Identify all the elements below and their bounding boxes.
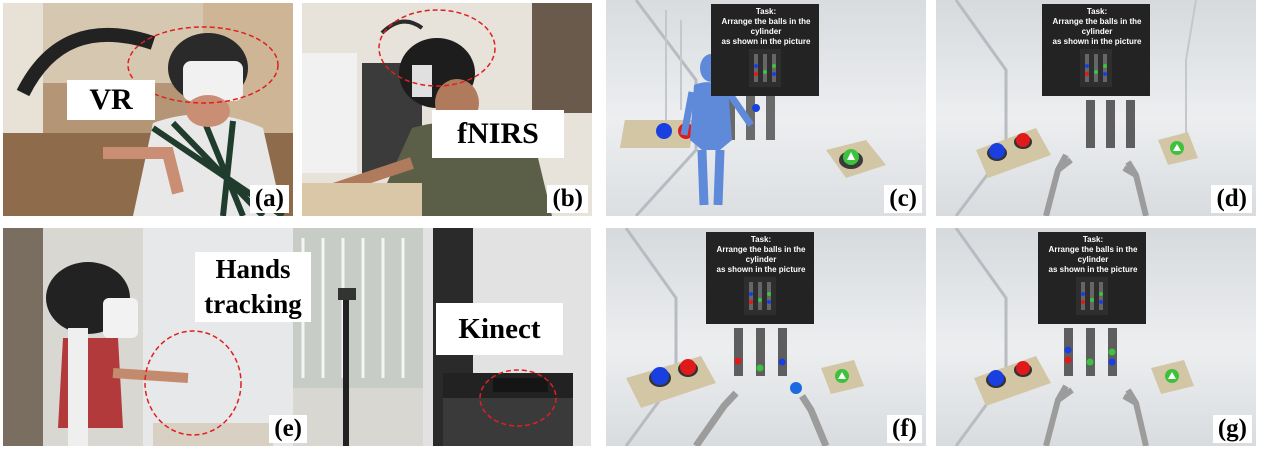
task-board: Task: Arrange the balls in the cylinder …	[717, 7, 815, 47]
virtual-left-hand	[1043, 153, 1073, 216]
task-board-line1: Arrange the balls in the cylinder	[1052, 17, 1142, 36]
panel-label: (f)	[887, 415, 922, 443]
task-board-line1: Arrange the balls in the cylinder	[1048, 245, 1138, 264]
task-board: Task: Arrange the balls in the cylinder …	[1044, 235, 1142, 275]
panel-label: (c)	[884, 185, 922, 213]
virtual-right-hand	[1122, 388, 1149, 446]
panel-a: VR (a)	[3, 3, 293, 216]
virtual-left-hand	[1043, 384, 1074, 446]
task-board-line2: as shown in the picture	[1052, 37, 1142, 46]
panel-label: (g)	[1212, 415, 1252, 443]
panel-c: Task: Arrange the balls in the cylinder …	[606, 0, 926, 216]
highlight-circle	[144, 330, 242, 436]
panel-label: (b)	[547, 185, 588, 213]
task-board-title: Task:	[755, 7, 777, 16]
photo-vr-headset-subject	[3, 3, 293, 216]
highlight-circle	[127, 26, 279, 104]
task-board: Task: Arrange the balls in the cylinder …	[1048, 7, 1146, 47]
task-board-line1: Arrange the balls in the cylinder	[716, 245, 806, 264]
task-board-line2: as shown in the picture	[721, 37, 811, 46]
callout-kinect: Kinect	[436, 303, 563, 355]
panel-f: Task: Arrange the balls in the cylinder …	[606, 228, 926, 446]
panel-g: Task: Arrange the balls in the cylinder …	[936, 228, 1256, 446]
panel-d: Task: Arrange the balls in the cylinder …	[936, 0, 1256, 216]
panel-label: (a)	[249, 185, 289, 213]
task-board-title: Task:	[1082, 235, 1104, 244]
avatar-figure	[680, 54, 760, 206]
callout-hands-tracking: Hands tracking	[195, 252, 311, 322]
panel-e: Hands tracking Kinect (e)	[3, 228, 591, 446]
task-board-line2: as shown in the picture	[716, 265, 806, 274]
highlight-circle	[378, 9, 496, 87]
task-board-title: Task:	[1086, 7, 1108, 16]
virtual-left-hand	[693, 390, 739, 446]
panel-b: fNIRS (b)	[302, 3, 592, 216]
task-board-line1: Arrange the balls in the cylinder	[721, 17, 811, 36]
callout-fnirs: fNIRS	[432, 110, 564, 158]
virtual-right-hand	[1122, 160, 1149, 216]
callout-vr: VR	[67, 80, 155, 120]
virtual-right-hand	[799, 394, 830, 446]
task-board-line2: as shown in the picture	[1048, 265, 1138, 274]
highlight-circle	[479, 369, 557, 427]
task-board: Task: Arrange the balls in the cylinder …	[712, 235, 810, 275]
task-board-title: Task:	[750, 235, 772, 244]
panel-label: (d)	[1211, 185, 1252, 213]
panel-label: (e)	[269, 415, 307, 443]
